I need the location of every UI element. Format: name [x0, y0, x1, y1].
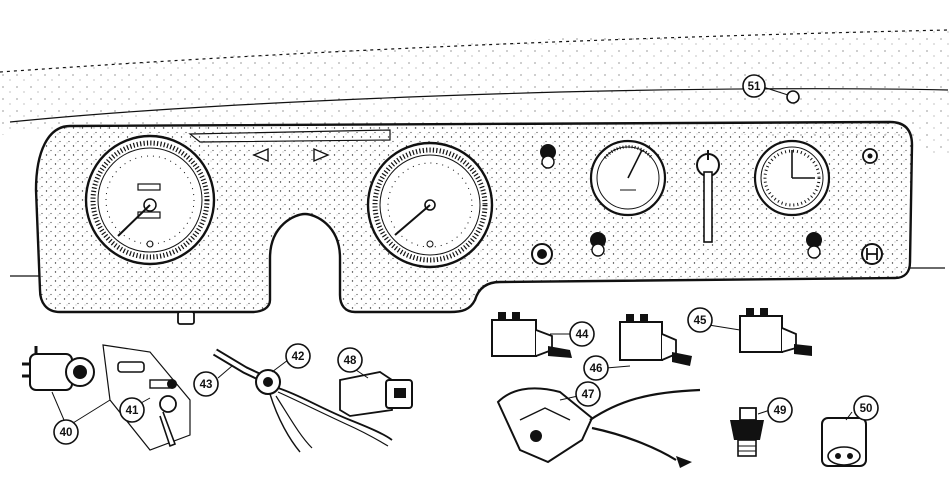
panel-knob [177, 311, 195, 325]
relay-unit-part [339, 371, 413, 417]
right-indicator-arrow-icon [313, 147, 330, 163]
callout-48-label: 48 [344, 355, 357, 367]
callout-51-label: 51 [748, 81, 761, 93]
choke-control [696, 150, 720, 243]
oil-temperature-gauge [753, 139, 831, 217]
panel-lamp-51 [786, 90, 800, 104]
callout-40-label: 40 [60, 427, 73, 439]
panel-lamp-top-right [862, 148, 878, 164]
callout-44: 44 [569, 321, 595, 347]
callout-49: 49 [767, 397, 793, 423]
toggle-switch-44-part [491, 312, 572, 358]
warning-lamp-right [861, 243, 883, 265]
callout-43: 43 [193, 371, 219, 397]
panel-switch-1 [540, 144, 556, 169]
toggle-switch-45-part [739, 308, 812, 356]
fuel-gauge [589, 139, 667, 217]
panel-switch-2 [590, 232, 606, 257]
speedometer-gauge [84, 134, 216, 266]
choke-cable-part [212, 348, 393, 453]
callout-43-label: 43 [200, 379, 213, 391]
callout-51: 51 [742, 74, 766, 98]
callout-42-label: 42 [292, 351, 305, 363]
key-set-part [102, 344, 191, 451]
callout-46-label: 46 [590, 363, 603, 375]
callout-41-label: 41 [126, 405, 139, 417]
warning-lamp-left [531, 243, 553, 265]
toggle-switch-46-part [619, 314, 692, 366]
callout-49-label: 49 [774, 405, 787, 417]
canister-part [821, 417, 867, 467]
callout-44-label: 44 [576, 329, 589, 341]
leader-lines [51, 86, 853, 424]
ignition-switch-part [22, 346, 95, 391]
callout-45-label: 45 [694, 315, 707, 327]
callout-47: 47 [575, 381, 601, 407]
indicator-stalk-switch-part [496, 387, 701, 468]
callout-46: 46 [583, 355, 609, 381]
panel-switch-3 [806, 232, 822, 259]
callout-50-label: 50 [860, 403, 873, 415]
callout-50: 50 [853, 395, 879, 421]
callout-42: 42 [285, 343, 311, 369]
callout-41: 41 [119, 397, 145, 423]
callout-48: 48 [337, 347, 363, 373]
callout-40: 40 [53, 419, 79, 445]
tachometer-gauge [366, 141, 494, 269]
pressure-switch-part [730, 407, 764, 457]
callout-45: 45 [687, 307, 713, 333]
left-indicator-arrow-icon [252, 147, 269, 163]
callout-47-label: 47 [582, 389, 595, 401]
